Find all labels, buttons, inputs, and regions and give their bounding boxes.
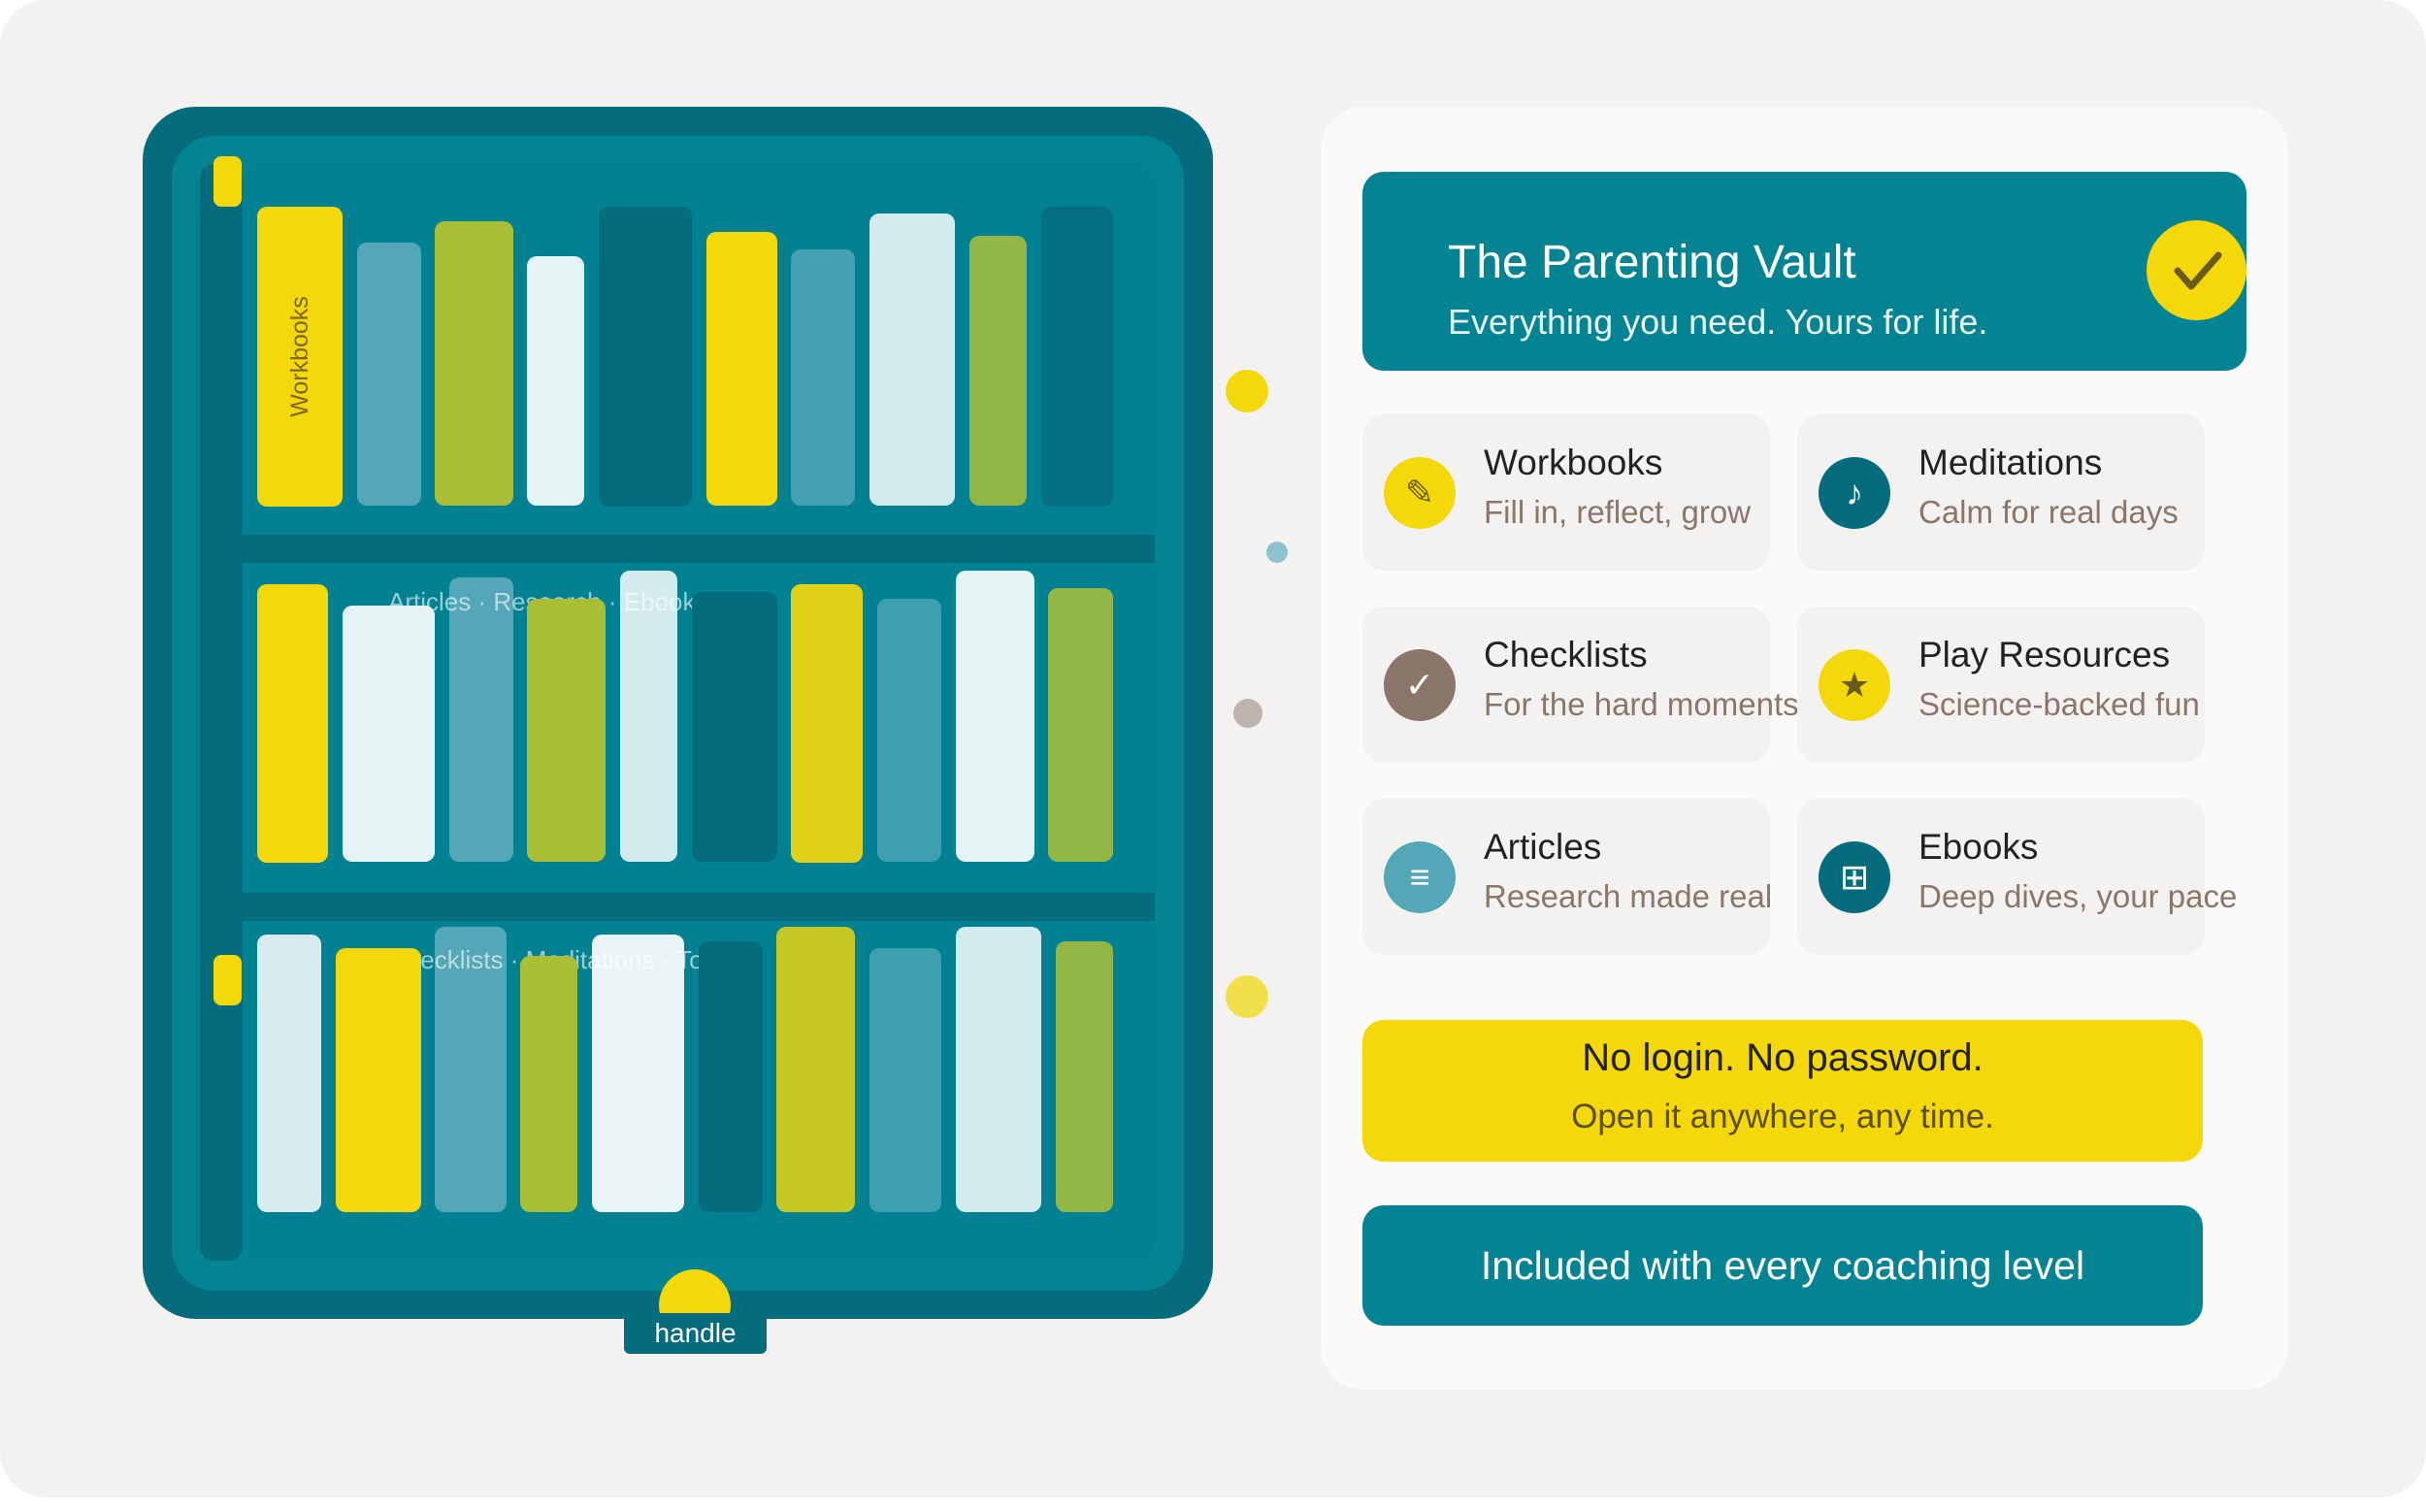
- book-spine: [449, 577, 513, 862]
- book-spine: [1041, 207, 1113, 507]
- book-spine: [336, 948, 421, 1212]
- card-subtitle: Deep dives, your pace: [1918, 878, 2238, 914]
- card-workbooks[interactable]: ✎ Workbooks Fill in, reflect, grow: [1362, 414, 1770, 571]
- book-spine: [527, 256, 584, 506]
- book-spine: [520, 956, 577, 1212]
- bookcase-left-post: [200, 164, 243, 1261]
- hinge-top: [213, 156, 242, 207]
- book-spine: [1048, 588, 1113, 862]
- no-login-banner: No login. No password. Open it anywhere,…: [1362, 1020, 2203, 1162]
- book-spine: [592, 935, 684, 1212]
- grid-icon: ⊞: [1819, 841, 1890, 913]
- card-subtitle: Calm for real days: [1918, 494, 2179, 530]
- pencil-icon: ✎: [1384, 457, 1456, 529]
- book-spine: [956, 571, 1034, 862]
- shelf-board-2: [243, 893, 1155, 921]
- card-title: Meditations: [1918, 443, 2103, 482]
- book-spine: [435, 927, 507, 1212]
- book-spine: [706, 232, 777, 506]
- hinge-bottom: [213, 955, 242, 1005]
- decorative-dot: [1233, 699, 1262, 728]
- card-subtitle: Fill in, reflect, grow: [1484, 494, 1752, 530]
- decorative-dot: [1266, 542, 1288, 563]
- card-checklists[interactable]: ✓ Checklists For the hard moments: [1362, 607, 1799, 763]
- card-articles[interactable]: ≡ Articles Research made real: [1362, 799, 1773, 955]
- decorative-dot: [1226, 370, 1268, 412]
- book-spine: [620, 571, 677, 862]
- music-note-icon: ♪: [1819, 457, 1890, 529]
- book-spine: [357, 243, 421, 506]
- vault-title: The Parenting Vault: [1448, 237, 1856, 288]
- book-spine: [1056, 941, 1113, 1212]
- book-spine: [699, 941, 763, 1212]
- book-spine: [791, 249, 855, 506]
- card-title: Workbooks: [1484, 443, 1663, 482]
- lines-icon: ≡: [1384, 841, 1456, 913]
- card-subtitle: Research made real: [1484, 878, 1773, 914]
- book-spine: [599, 207, 692, 507]
- card-title: Ebooks: [1918, 827, 2039, 867]
- book-spine: [869, 214, 955, 506]
- card-title: Play Resources: [1918, 635, 2171, 674]
- handle-tab: handle: [624, 1313, 767, 1354]
- star-icon: ★: [1819, 649, 1890, 721]
- book-spine: [956, 927, 1041, 1212]
- card-meditations[interactable]: ♪ Meditations Calm for real days: [1797, 414, 2205, 571]
- card-ebooks[interactable]: ⊞ Ebooks Deep dives, your pace: [1797, 799, 2237, 955]
- card-title: Checklists: [1484, 635, 1648, 674]
- checkmark-icon: ✓: [1384, 649, 1456, 721]
- shelf-board-1: [243, 535, 1155, 563]
- decorative-dot: [1226, 975, 1268, 1018]
- card-subtitle: Science-backed fun: [1918, 686, 2200, 722]
- coaching-level-button[interactable]: Included with every coaching level: [1362, 1205, 2203, 1326]
- card-title: Articles: [1484, 827, 1602, 867]
- book-spine: [969, 236, 1027, 506]
- banner-title: No login. No password.: [1582, 1036, 1983, 1079]
- book-spine: [435, 221, 513, 506]
- vault-subtitle: Everything you need. Yours for life.: [1448, 302, 1988, 342]
- card-subtitle: For the hard moments: [1484, 686, 1799, 722]
- card-play-resources[interactable]: ★ Play Resources Science-backed fun: [1797, 607, 2205, 763]
- vault-header: [1362, 172, 2246, 371]
- check-icon: [2147, 220, 2246, 320]
- book-label: Workbooks: [285, 296, 313, 417]
- book-spine: [877, 599, 941, 862]
- book-spine: [257, 584, 328, 863]
- book-spine: [527, 599, 606, 862]
- check-icon-glyph: [2174, 251, 2221, 289]
- book-spine: [343, 606, 435, 862]
- book-spine: [692, 592, 777, 862]
- book-spine: [791, 584, 863, 863]
- banner-subtitle: Open it anywhere, any time.: [1571, 1098, 1994, 1135]
- book-spine: [257, 935, 321, 1212]
- book-spine: [776, 927, 855, 1212]
- book-workbooks: Workbooks: [257, 207, 343, 507]
- book-spine: [869, 948, 941, 1212]
